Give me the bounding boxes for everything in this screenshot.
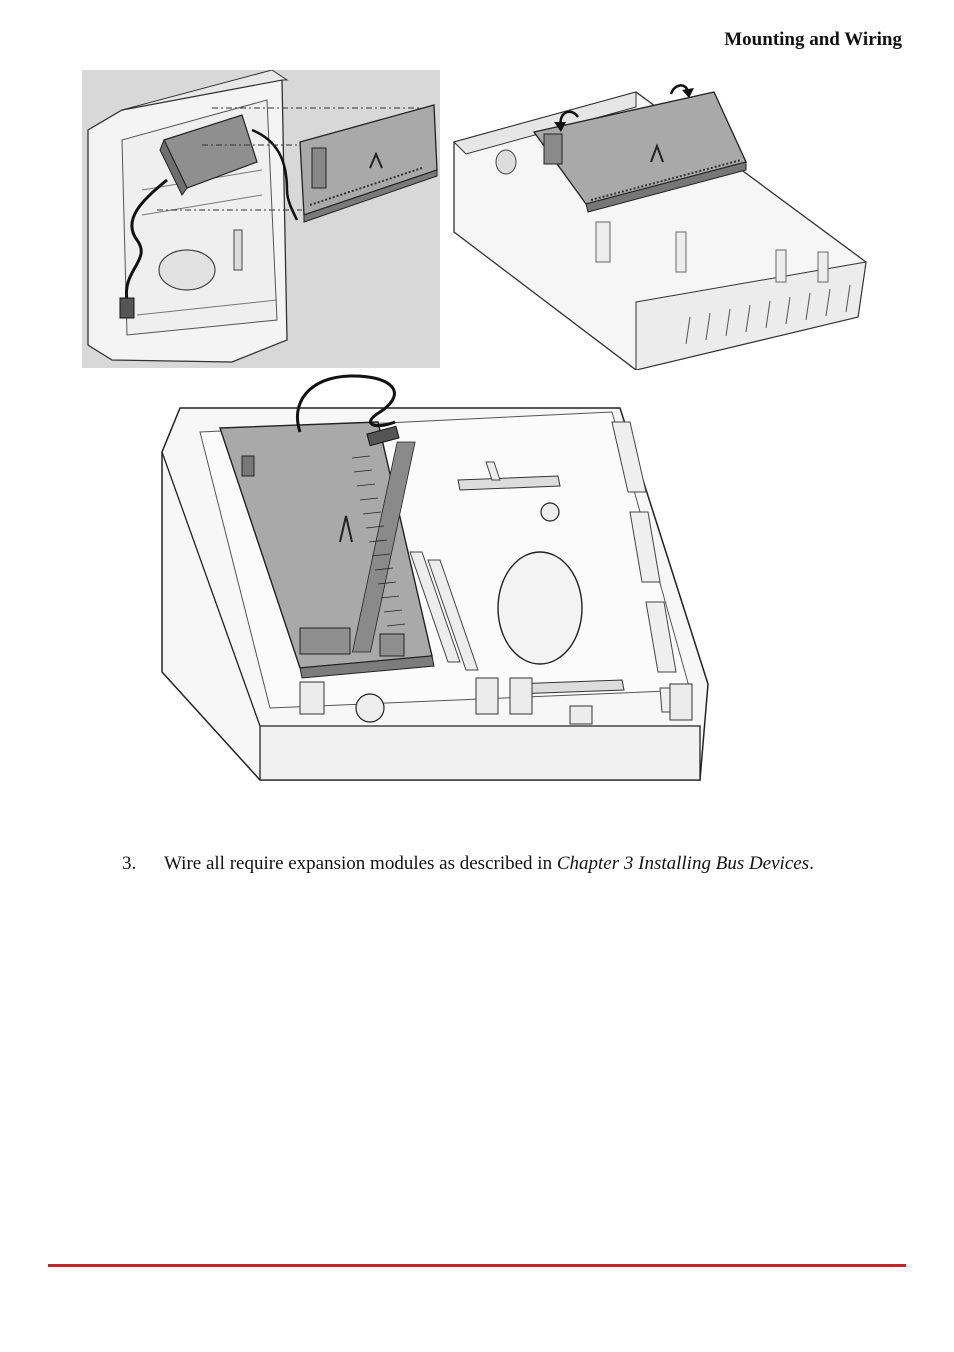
step-text-main: Wire all require expansion modules as de… xyxy=(164,853,557,874)
installed-board-illustration xyxy=(160,372,716,784)
chapter-reference: Chapter 3 Installing Bus Devices xyxy=(556,853,810,874)
housing-with-power-supply-illustration xyxy=(82,70,440,368)
footer-divider xyxy=(48,1264,906,1267)
step-number: 3. xyxy=(122,853,137,874)
page-header-title: Mounting and Wiring xyxy=(724,29,902,50)
step-text: Wire all require expansion modules as de… xyxy=(164,850,862,877)
instruction-step-3: 3. Wire all require expansion modules as… xyxy=(122,850,862,877)
step-text-end: . xyxy=(809,853,814,874)
board-insertion-illustration xyxy=(446,82,874,370)
